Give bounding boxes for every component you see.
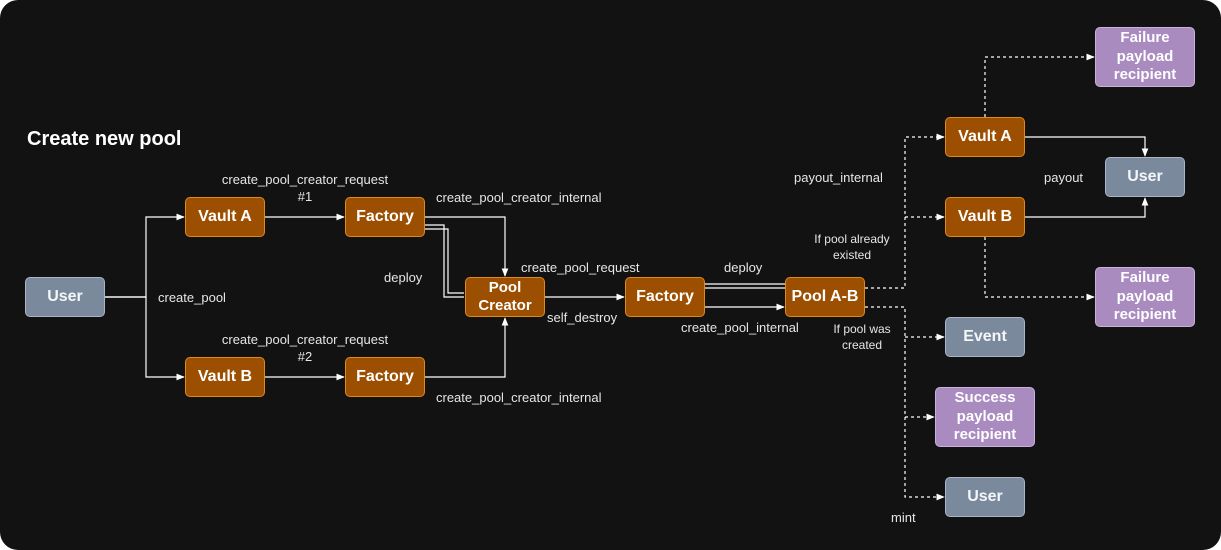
edge-deploy-left	[425, 224, 464, 298]
pool-ab-node[interactable]: Pool A-B	[785, 277, 865, 317]
vault-b-node[interactable]: Vault B	[185, 357, 265, 397]
success-recipient-node[interactable]: Success payload recipient	[935, 387, 1035, 447]
edge-deploy-left-inner	[425, 228, 464, 294]
factory-node-main[interactable]: Factory	[625, 277, 705, 317]
vault-b-payout-node[interactable]: Vault B	[945, 197, 1025, 237]
edge-internal-top	[425, 216, 509, 277]
user-mint-node[interactable]: User	[945, 477, 1025, 517]
label-deploy-right: deploy	[724, 260, 763, 275]
label-internal-top: create_pool_creator_internal	[436, 190, 602, 205]
label-payout: payout	[1044, 170, 1084, 185]
label-internal-bottom: create_pool_creator_internal	[436, 390, 602, 405]
label-payout-internal: payout_internal	[794, 170, 883, 185]
diagram-title: Create new pool	[27, 128, 182, 150]
label-create-pool-request: create_pool_request	[521, 260, 640, 275]
label-request-1: create_pool_creator_request #1	[221, 172, 389, 204]
failure-recipient-top[interactable]: Failure payload recipient	[1095, 27, 1195, 87]
failure-recipient-bottom[interactable]: Failure payload recipient	[1095, 267, 1195, 327]
edge-failure-top	[984, 53, 1095, 117]
factory-node-top[interactable]: Factory	[345, 197, 425, 237]
edge-failure-bottom	[984, 237, 1095, 301]
vault-a-payout-node[interactable]: Vault A	[945, 117, 1025, 157]
vault-a-node[interactable]: Vault A	[185, 197, 265, 237]
edge-existed-a	[865, 133, 945, 289]
user-node[interactable]: User	[25, 277, 105, 317]
pool-creator-node[interactable]: Pool Creator	[465, 277, 545, 317]
label-deploy-left: deploy	[384, 270, 423, 285]
edge-internal-bottom	[425, 317, 509, 378]
edge-created	[865, 306, 945, 501]
label-self-destroy: self_destroy	[547, 310, 618, 325]
label-create-pool-internal: create_pool_internal	[681, 320, 799, 335]
edge-payout-a	[1025, 136, 1149, 157]
edge-create-pool-b	[105, 296, 185, 381]
factory-node-bottom[interactable]: Factory	[345, 357, 425, 397]
user-payout-node[interactable]: User	[1105, 157, 1185, 197]
edge-create-pool-a	[105, 213, 185, 298]
label-mint: mint	[891, 510, 916, 525]
label-pool-existed: If pool already existed	[814, 232, 890, 262]
edge-payout-b	[1025, 197, 1149, 218]
label-pool-created: If pool was created	[833, 322, 891, 352]
label-create-pool: create_pool	[158, 290, 226, 305]
label-request-2: create_pool_creator_request #2	[221, 332, 389, 364]
event-node[interactable]: Event	[945, 317, 1025, 357]
